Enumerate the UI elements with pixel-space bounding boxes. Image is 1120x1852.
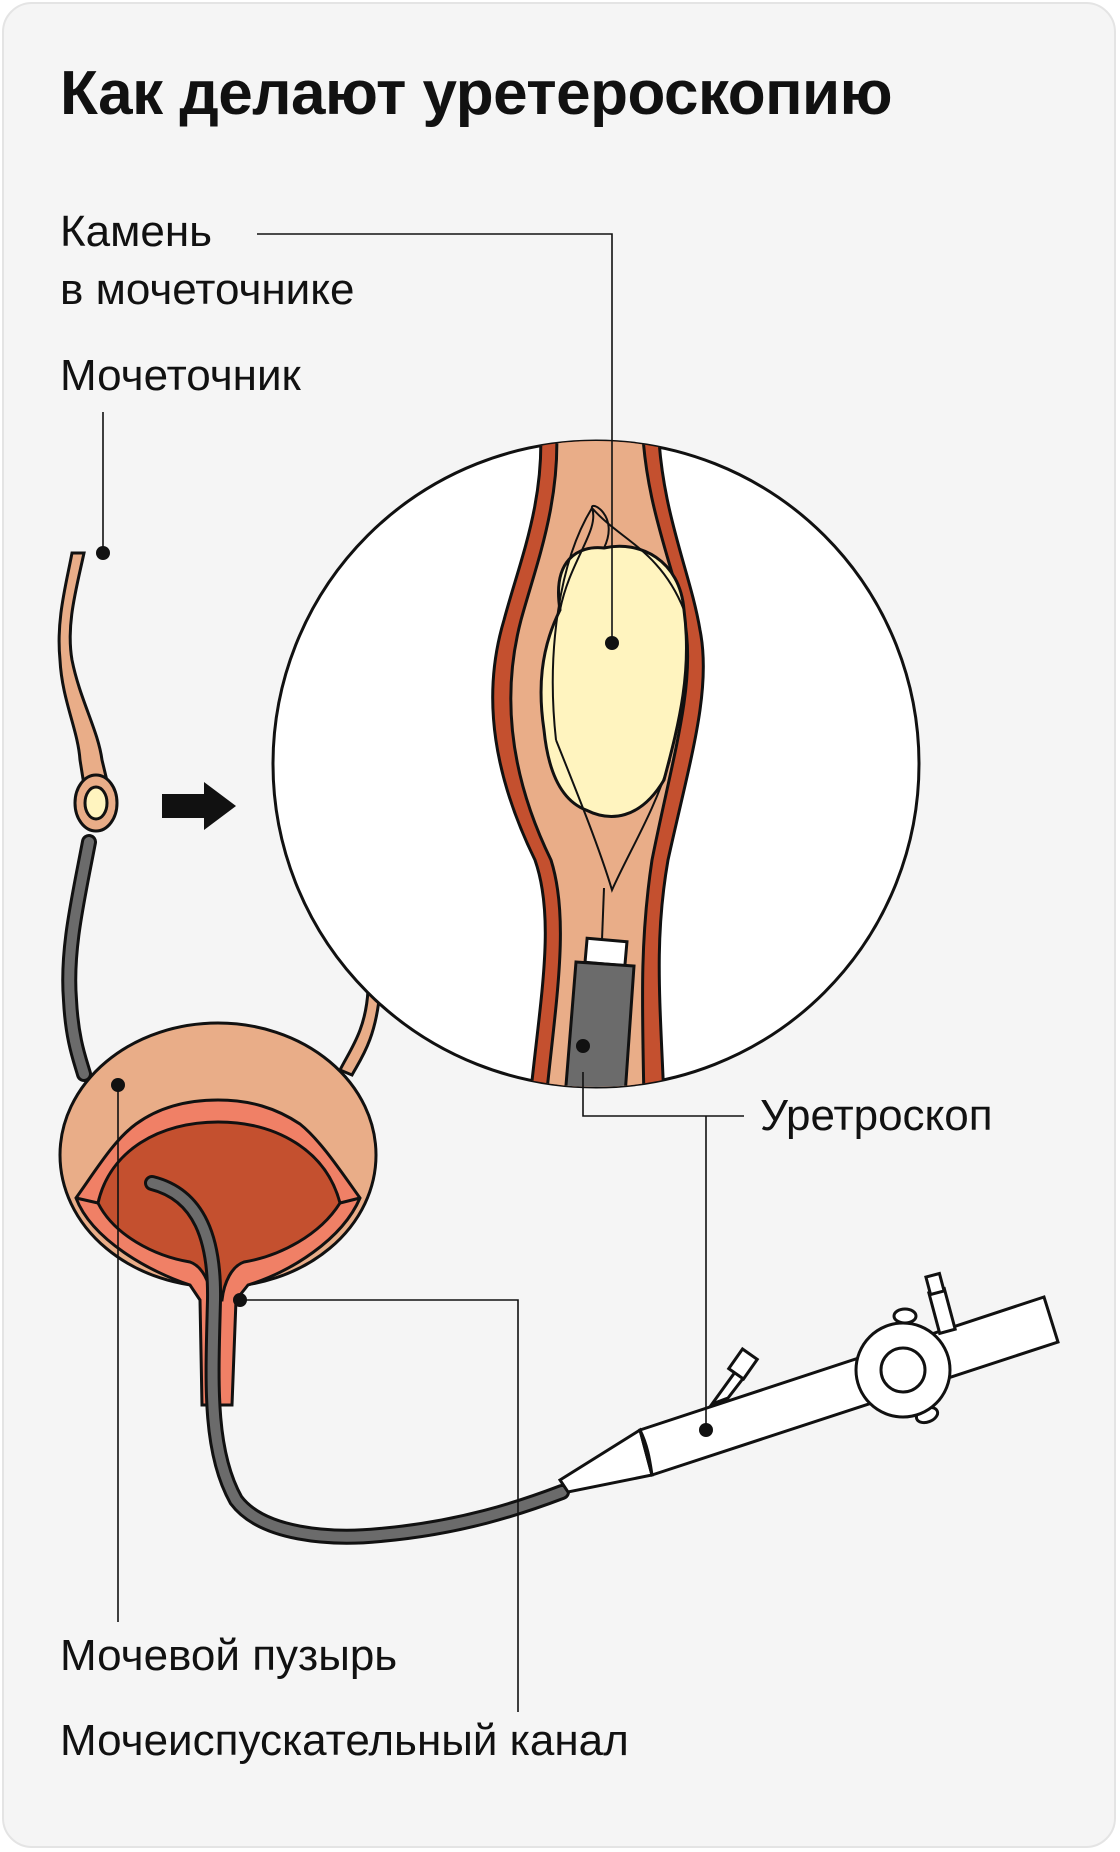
leader-dots [96, 546, 713, 1437]
zoom-arrow [162, 782, 236, 830]
page-title: Как делают уретероскопию [60, 59, 893, 128]
zoom-detail [491, 441, 705, 1087]
label-stone-line1: Камень [60, 207, 213, 256]
label-ureter: Мочеточник [60, 351, 301, 400]
ureteroscope-instrument [557, 1271, 1060, 1494]
bladder [58, 1021, 378, 1407]
leader-lines [102, 233, 744, 1712]
label-bladder: Мочевой пузырь [60, 1631, 398, 1680]
label-stone: Камень в мочеточнике [60, 203, 354, 319]
label-urethra: Мочеиспускательный канал [60, 1716, 629, 1765]
left-ureter [57, 551, 119, 833]
label-stone-line2: в мочеточнике [60, 265, 355, 314]
label-ureteroscope: Уретроскоп [760, 1091, 993, 1140]
